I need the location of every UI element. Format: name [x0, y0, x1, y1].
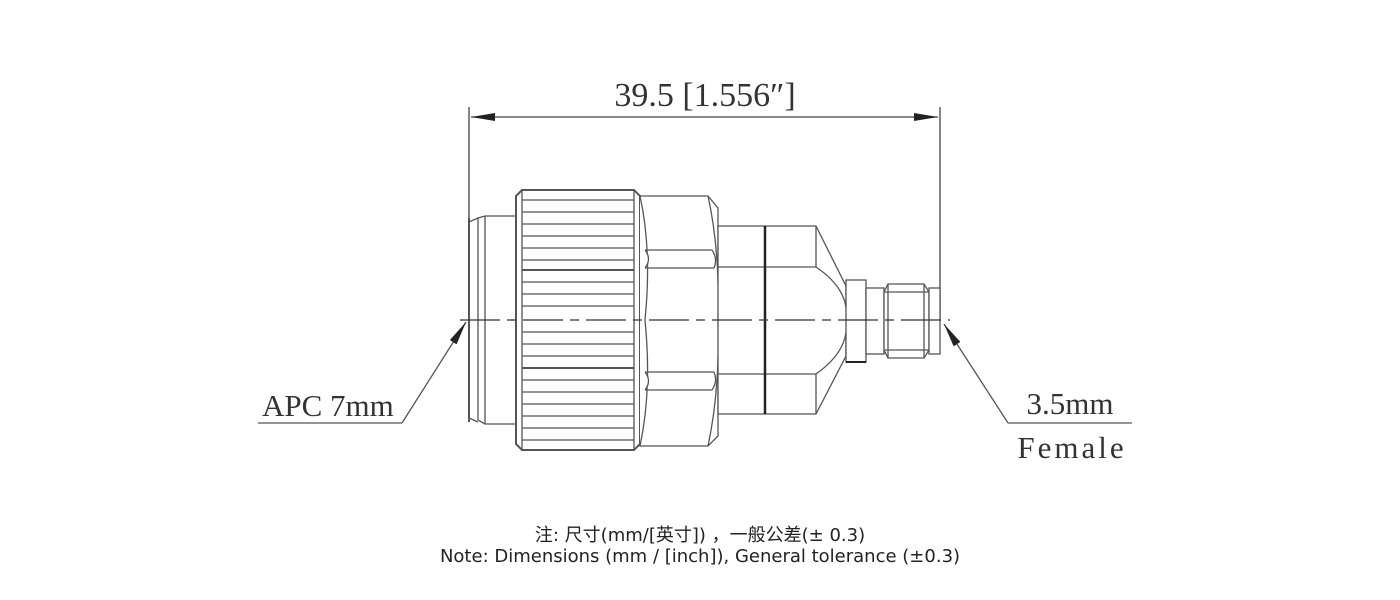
flange [845, 279, 867, 363]
connector-adapter-drawing: 39.5 [1.556″] [258, 77, 1132, 465]
callout-leader-arrow [401, 321, 467, 424]
apc7-callout [258, 321, 467, 424]
apc7-label: APC 7mm [262, 388, 394, 423]
female-35mm-callout [943, 323, 1132, 424]
neck [865, 287, 885, 355]
35mm-label: 3.5mm [1027, 386, 1114, 421]
note-chinese: 注: 尺寸(mm/[英寸]) ，一般公差(± 0.3) [534, 525, 866, 546]
female-label: Female [1017, 430, 1126, 465]
overall-dimension-label: 39.5 [1.556″] [614, 77, 795, 114]
hex-body [639, 195, 719, 447]
callout-leader-arrow [943, 323, 1009, 424]
sma-35mm-female-interface [883, 283, 941, 359]
note-english: Note: Dimensions (mm / [inch]), General … [439, 546, 961, 567]
